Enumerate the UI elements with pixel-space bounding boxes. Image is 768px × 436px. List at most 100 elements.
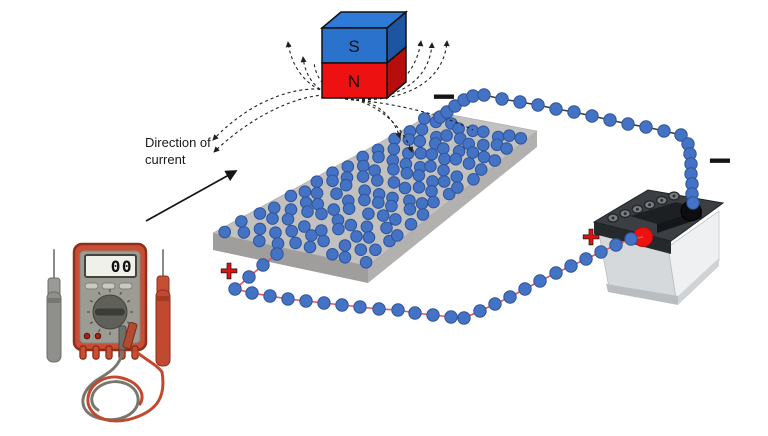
electron-dot — [450, 170, 464, 183]
battery-cap-center — [672, 194, 676, 198]
electron-dot — [457, 311, 471, 325]
electron-dot — [414, 147, 428, 160]
meter-fin — [79, 345, 87, 360]
electron-dot — [427, 195, 440, 209]
electron-dot — [639, 120, 653, 134]
red-jack-plug — [122, 321, 138, 350]
electron-dot — [256, 258, 270, 272]
minus-symbol-slab: − — [432, 75, 455, 119]
field-line — [355, 99, 402, 139]
electron-dot — [437, 164, 450, 177]
minus-symbol-battery: − — [708, 139, 731, 183]
electron-dot — [594, 245, 608, 259]
electron-dot — [579, 252, 593, 266]
electron-dot — [451, 181, 464, 194]
electron-dot — [533, 274, 547, 288]
electron-dot — [269, 226, 282, 239]
electron-dot — [404, 218, 418, 231]
electron-dot — [387, 163, 400, 176]
red-probe-wire — [86, 348, 165, 423]
north-pole-label: N — [348, 72, 360, 91]
dial-tick — [97, 328, 101, 333]
electron-dot — [315, 224, 328, 237]
electron-dot — [242, 270, 256, 284]
electron-dot — [344, 218, 358, 232]
black-probe-wire — [81, 350, 140, 422]
electron-dot — [462, 157, 476, 170]
electron-dot — [326, 174, 339, 188]
south-pole-label: S — [348, 37, 359, 56]
electron-dot — [502, 129, 516, 142]
electron-dot — [303, 240, 317, 254]
battery-cap-center — [648, 203, 652, 207]
field-line — [212, 88, 355, 141]
battery-cap-center — [635, 207, 639, 211]
electron-dot — [380, 221, 393, 235]
magnet-south-pole — [321, 27, 388, 64]
electron-dot — [603, 113, 617, 127]
electron-dot — [350, 230, 363, 243]
electron-dot — [301, 205, 314, 218]
electron-dot — [437, 142, 450, 155]
electron-dot — [402, 147, 415, 160]
electron-dot — [353, 300, 367, 314]
electron-dot — [252, 234, 266, 248]
field-line — [213, 94, 355, 153]
electron-dot — [437, 175, 451, 188]
electron-dot — [253, 222, 267, 236]
slab-front-face — [213, 233, 368, 283]
electron-dot — [425, 148, 439, 161]
battery-base-front — [606, 284, 678, 305]
slab-electrons — [218, 112, 528, 269]
electron-dot — [500, 142, 513, 155]
electron-dot — [356, 170, 370, 183]
meter-fin — [92, 345, 100, 360]
electron-dot — [609, 238, 623, 252]
positive-wire-with-electrons — [228, 232, 644, 325]
electron-dot — [310, 186, 324, 200]
electron-dot — [398, 181, 412, 195]
electron-dot — [358, 193, 371, 207]
electron-dot — [228, 282, 242, 296]
electron-dot — [657, 124, 671, 138]
meter-button-1 — [84, 282, 99, 290]
electron-dot — [338, 250, 352, 264]
electron-dot — [263, 289, 277, 303]
electron-dot — [567, 105, 581, 119]
electron-dot — [362, 207, 375, 221]
dial-tick — [126, 299, 131, 303]
electron-dot — [245, 286, 259, 300]
electron-dot — [474, 163, 488, 176]
meter-button-2 — [101, 282, 116, 290]
electron-dot — [237, 226, 251, 239]
electron-dot — [387, 142, 401, 156]
electron-dot — [564, 259, 578, 273]
electron-dot — [281, 292, 295, 306]
electron-dot — [372, 196, 385, 209]
electron-dot — [416, 208, 430, 221]
electron-dot — [674, 128, 688, 142]
electron-dot — [391, 229, 404, 242]
electron-dot — [326, 248, 339, 261]
bar-magnet: S N — [319, 10, 409, 100]
electron-dot — [315, 207, 328, 221]
electron-dot — [413, 134, 427, 148]
electron-dot — [218, 225, 231, 239]
electron-dot — [477, 125, 490, 139]
electron-dot — [335, 298, 349, 312]
electron-dot — [341, 160, 355, 173]
electron-dot — [385, 199, 398, 213]
electron-dot — [440, 129, 453, 142]
electron-dot — [391, 303, 405, 317]
electron-dot — [518, 282, 532, 296]
plus-symbol-slab: + — [220, 255, 238, 288]
magnet-north-pole — [321, 62, 388, 99]
electron-dot — [389, 213, 402, 226]
red-probe-collar — [156, 296, 170, 301]
electron-dot — [514, 132, 528, 145]
plus-symbol-battery: + — [582, 221, 600, 254]
electron-dot — [466, 146, 480, 159]
black-probe-handle — [46, 291, 62, 363]
black-probe — [46, 249, 62, 363]
